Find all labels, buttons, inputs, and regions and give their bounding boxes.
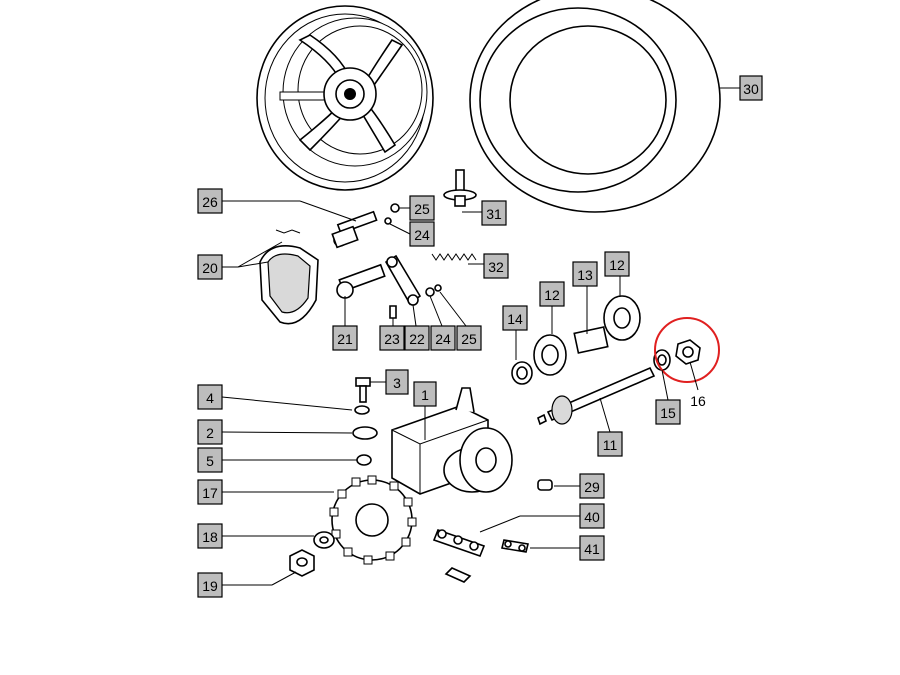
callout-20: 20 xyxy=(197,254,223,280)
wheel-rim xyxy=(256,5,434,191)
axle-nut-16 xyxy=(675,339,701,365)
callout-21: 21 xyxy=(332,325,358,351)
svg-text:11: 11 xyxy=(603,437,618,453)
svg-text:5: 5 xyxy=(206,453,214,469)
svg-text:23: 23 xyxy=(384,331,400,347)
callout-24-top: 24 xyxy=(409,221,435,247)
callout-12-right: 12 xyxy=(604,251,630,277)
bearing-left xyxy=(533,334,567,376)
highlight-circle xyxy=(654,317,720,383)
svg-text:40: 40 xyxy=(584,509,600,525)
svg-text:31: 31 xyxy=(486,206,502,222)
svg-text:2: 2 xyxy=(206,425,214,441)
brake-shoes xyxy=(259,229,319,325)
svg-text:1: 1 xyxy=(421,387,429,403)
svg-text:22: 22 xyxy=(409,331,425,347)
callout-15: 15 xyxy=(655,399,681,425)
callout-19: 19 xyxy=(197,572,223,598)
label-16: 16 xyxy=(690,393,706,409)
bolt-3 xyxy=(355,377,371,403)
svg-text:18: 18 xyxy=(202,529,218,545)
callout-5: 5 xyxy=(197,447,223,473)
return-spring xyxy=(431,253,477,261)
svg-text:30: 30 xyxy=(743,81,759,97)
callout-17: 17 xyxy=(197,479,223,505)
callout-31: 31 xyxy=(481,200,507,226)
svg-text:25: 25 xyxy=(414,201,430,217)
chain-40 xyxy=(432,528,486,583)
svg-text:12: 12 xyxy=(609,257,625,273)
sprocket-17 xyxy=(329,475,417,565)
svg-text:41: 41 xyxy=(584,541,600,557)
pivot-pin xyxy=(443,169,477,207)
svg-text:26: 26 xyxy=(202,194,218,210)
brake-lever xyxy=(384,254,442,319)
svg-text:25: 25 xyxy=(461,331,477,347)
callout-14: 14 xyxy=(502,305,528,331)
swing-arm-casting xyxy=(391,387,513,495)
callout-26: 26 xyxy=(197,188,223,214)
svg-text:21: 21 xyxy=(337,331,353,347)
svg-text:14: 14 xyxy=(507,311,523,327)
svg-text:13: 13 xyxy=(577,267,593,283)
spacer-sleeve xyxy=(573,326,609,354)
callout-25-bottom: 25 xyxy=(456,325,482,351)
svg-text:19: 19 xyxy=(202,578,218,594)
callout-32: 32 xyxy=(483,253,509,279)
callout-13: 13 xyxy=(572,261,598,287)
svg-text:12: 12 xyxy=(544,287,560,303)
tyre xyxy=(469,0,740,213)
callout-23: 23 xyxy=(379,325,405,351)
callout-11: 11 xyxy=(597,431,623,457)
callout-18: 18 xyxy=(197,523,223,549)
svg-text:3: 3 xyxy=(393,375,401,391)
svg-text:17: 17 xyxy=(202,485,218,501)
shoe-pivot xyxy=(336,263,386,299)
svg-text:20: 20 xyxy=(202,260,218,276)
svg-text:32: 32 xyxy=(488,259,504,275)
callout-4: 4 xyxy=(197,384,223,410)
svg-text:24: 24 xyxy=(414,227,430,243)
callout-40: 40 xyxy=(579,503,605,529)
svg-text:29: 29 xyxy=(584,479,600,495)
axle-11 xyxy=(537,366,656,426)
callout-3: 3 xyxy=(385,369,409,395)
callout-29: 29 xyxy=(579,473,605,499)
callout-12-left: 12 xyxy=(539,281,565,307)
brake-cam-shaft xyxy=(331,210,378,249)
callout-2: 2 xyxy=(197,419,223,445)
callout-22: 22 xyxy=(404,325,430,351)
chain-link-41 xyxy=(501,539,529,553)
callout-24-bottom: 24 xyxy=(430,325,456,351)
callout-25-top: 25 xyxy=(409,195,435,221)
callout-30: 30 xyxy=(739,75,763,101)
callout-41: 41 xyxy=(579,535,605,561)
svg-text:4: 4 xyxy=(206,390,214,406)
bearing-right xyxy=(603,295,641,341)
washer-14 xyxy=(511,361,533,385)
callout-1: 1 xyxy=(413,381,437,407)
svg-text:15: 15 xyxy=(660,405,676,421)
svg-text:24: 24 xyxy=(435,331,451,347)
